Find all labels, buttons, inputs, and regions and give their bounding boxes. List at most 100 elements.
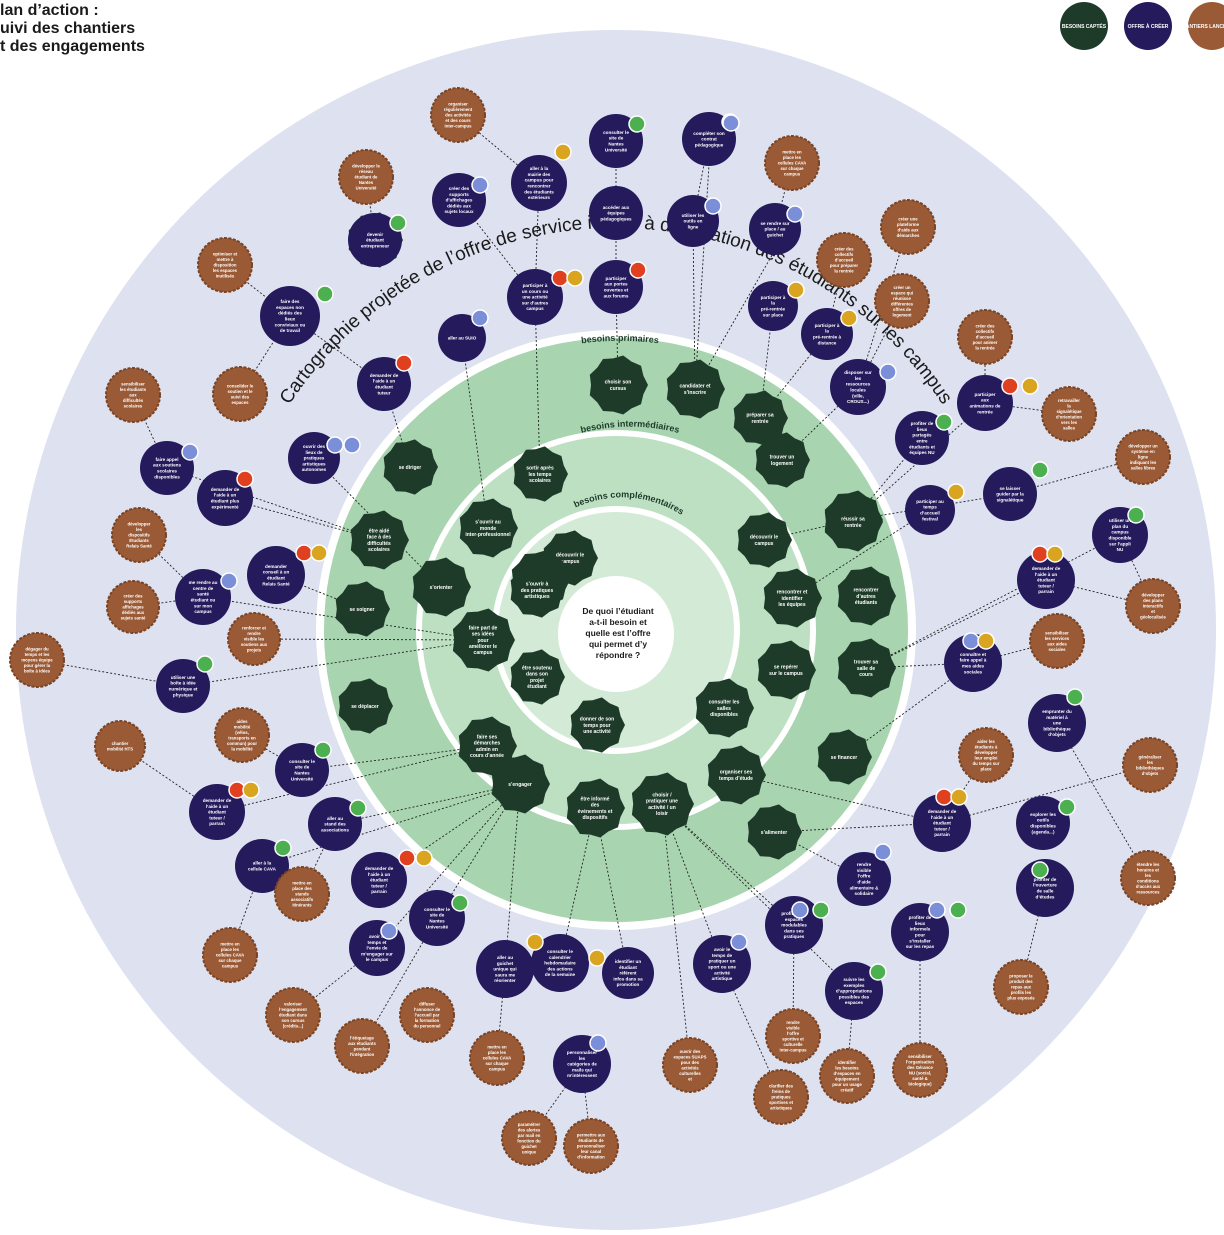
offer-node-label: rencontrer	[528, 184, 551, 189]
project-node-label: NU (social,	[909, 1070, 931, 1075]
offer-node-label: tuteur	[377, 390, 390, 395]
project-node-label: pour des	[681, 1060, 700, 1065]
project-node-label: soutien et le	[227, 389, 253, 394]
need-node-label: se diriger	[399, 465, 422, 471]
offer-node-label: tuteur /	[934, 826, 950, 831]
need-node-label: se repérer	[774, 665, 798, 671]
offer-node-label: promotion	[617, 982, 640, 987]
need-node-label: rencontrer et	[777, 590, 808, 596]
project-node-label: mobilité	[234, 724, 251, 729]
project-node-shape	[105, 367, 161, 423]
project-node-label: développer	[975, 750, 998, 755]
need-node-label: être informé	[581, 797, 610, 803]
offer-node-label: ressources	[846, 382, 871, 387]
project-node-label: les	[136, 527, 143, 532]
green-status-badge-icon	[389, 214, 407, 232]
project-node-shape	[227, 612, 281, 666]
project-node-label: les étudiants	[120, 387, 147, 392]
need-node-label: ses idées	[472, 632, 495, 638]
offer-node-shape	[801, 308, 853, 360]
need-node-label: projet	[530, 678, 544, 684]
need-node-label: préparer sa	[746, 413, 773, 419]
offer-node-label: place / au	[765, 227, 786, 232]
project-node-label: réseau	[359, 169, 373, 174]
offer-node-label: demander	[265, 564, 287, 569]
offer-node-shape	[175, 569, 231, 625]
offer-node-shape	[1017, 551, 1075, 609]
green-status-badge-icon	[349, 799, 367, 817]
connector-line	[138, 534, 204, 598]
need-node-label: sur le campus	[769, 671, 803, 677]
legend-label-projects: CHANTIERS LANCÉS AGAP	[1179, 22, 1224, 30]
need-node-label: organiser ses	[720, 770, 753, 776]
offer-node-label: cellule CAVA	[248, 867, 277, 872]
project-node: développerlesdispositifsÉtudiantsRelais …	[111, 507, 167, 563]
offer-node-shape	[348, 213, 402, 267]
offer-node-label: demander de	[370, 373, 399, 378]
project-node-label: d’information	[577, 1155, 605, 1160]
offer-node-label: l’aide à un	[931, 815, 954, 820]
offer-node-label: faire des	[281, 299, 300, 304]
offer-node-label: associations	[321, 827, 349, 832]
center-question-line: répondre ?	[596, 650, 640, 660]
project-node-label: et	[688, 1076, 692, 1081]
project-node-label: santé &	[912, 1076, 928, 1081]
project-node-label: projets	[247, 648, 262, 653]
offer-node-label: faire appel à	[960, 658, 987, 663]
need-node-label: améliorer le	[469, 644, 497, 650]
project-node-label: créer des	[123, 594, 143, 599]
offer-node-label: outils	[1037, 818, 1050, 823]
need-node-shape	[335, 581, 390, 637]
offer-node-label: artistiques	[302, 461, 326, 466]
red-status-badge-icon	[295, 544, 313, 562]
offer-node-label: saura me	[495, 972, 516, 977]
project-node-label: optimiser et	[213, 252, 238, 257]
offer-node-label: calendrier	[549, 955, 571, 960]
offer-node-label: extérieurs	[528, 195, 550, 200]
offer-node-label: participer à	[761, 295, 786, 300]
offer-node-label: locales	[850, 388, 866, 393]
offer-node-label: l’aide à un	[206, 804, 229, 809]
need-node-shape	[383, 439, 438, 495]
offer-node-label: Relais Santé	[262, 581, 290, 586]
gold-status-badge-icon	[310, 544, 328, 562]
offer-node-label: expérimenté	[211, 504, 239, 509]
project-node-label: étudiant de	[355, 175, 379, 180]
project-node-label: la rentrée	[834, 269, 854, 274]
project-node-label: pour gérer la	[24, 663, 51, 668]
connector-line	[791, 509, 931, 599]
offer-node-shape	[905, 485, 955, 535]
offer-node-label: aux	[981, 398, 989, 403]
project-node-label: soutiens aux	[241, 642, 268, 647]
project-node-shape	[197, 237, 253, 293]
offer-node-label: sociales	[964, 669, 983, 674]
need-node-label: rentrée	[752, 419, 769, 425]
project-node-label: place des	[292, 886, 312, 891]
need-node-shape	[566, 778, 625, 838]
need-node-shape	[755, 432, 810, 488]
blue-status-badge-icon	[786, 205, 804, 223]
project-node-label: sujets santé	[121, 616, 146, 621]
offer-node-label: devenir	[367, 232, 384, 237]
project-node-label: culturelle	[783, 1042, 803, 1047]
offer-node-label: Université	[291, 776, 314, 781]
project-node-label: pratiques	[771, 1095, 791, 1100]
project-node-label: l’engagement	[279, 1007, 307, 1012]
project-node-label: bibliothèques	[1136, 765, 1165, 770]
legend-swatch-projects	[1188, 2, 1224, 50]
project-node-label: développer	[128, 522, 151, 527]
project-node-label: étudiants de	[578, 1138, 604, 1143]
